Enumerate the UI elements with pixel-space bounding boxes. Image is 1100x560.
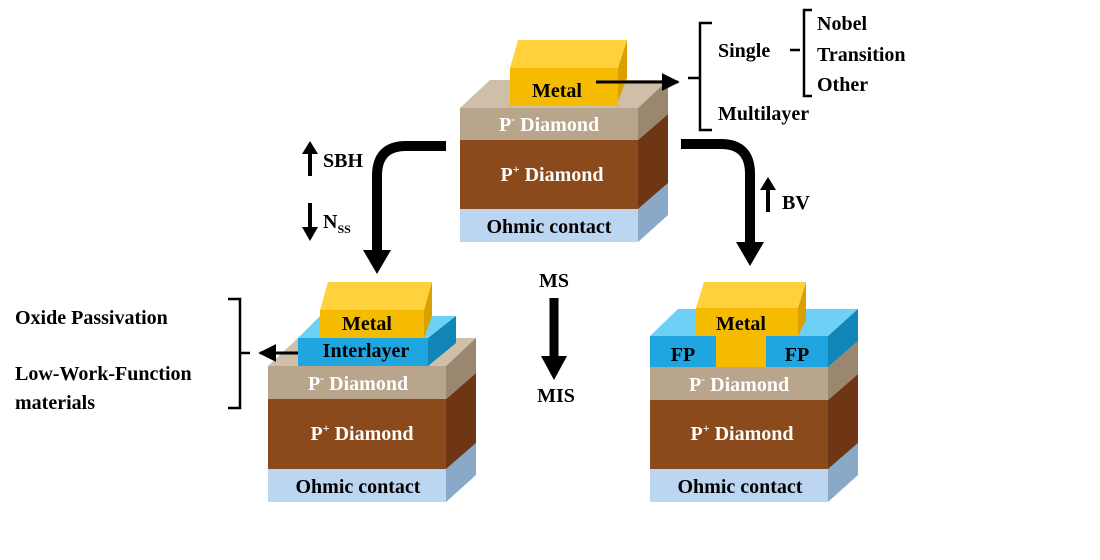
left-ohmic-label: Ohmic contact (296, 476, 421, 498)
top-device: Metal P- Diamond P+ Diamond Ohmic contac… (460, 40, 668, 242)
right-p-minus-label: P- Diamond (689, 372, 789, 396)
metal-options-bracket (688, 21, 712, 132)
mis-label: MIS (537, 385, 575, 407)
nss-down-arrowhead (302, 227, 318, 241)
nss-label: NSS (323, 211, 351, 236)
top-p-plus-layer (460, 114, 668, 209)
top-ohmic-layer (460, 183, 668, 242)
right-metal-label: Metal (716, 313, 766, 335)
oxide-passivation-label: Oxide Passivation (15, 307, 168, 329)
ms-mis-arrowhead (541, 356, 567, 380)
single-type-transition: Transition (817, 44, 906, 66)
right-metal-contact (696, 282, 806, 367)
single-type-nobel: Nobel (817, 13, 867, 35)
right-ohmic-layer (650, 443, 858, 502)
sbh-up-arrowhead (302, 141, 318, 154)
right-ohmic-label: Ohmic contact (678, 476, 803, 498)
left-metal-contact (320, 282, 432, 338)
top-metal-contact (510, 40, 627, 106)
single-types-bracket (802, 8, 812, 98)
top-metal-label: Metal (532, 80, 582, 102)
left-metal-label: Metal (342, 313, 392, 335)
top-p-plus-label: P+ Diamond (501, 162, 604, 186)
right-curved-arrow (681, 139, 755, 244)
sbh-label: SBH (323, 150, 363, 172)
right-p-plus-label: P+ Diamond (691, 421, 794, 445)
ms-label: MS (539, 270, 569, 292)
single-type-other: Other (817, 74, 868, 96)
left-p-plus-layer (268, 373, 476, 469)
left-device: Metal Interlayer P- Diamond P+ Diamond O… (268, 282, 476, 502)
interlayer-options-bracket (228, 297, 250, 410)
low-work-function-label: Low-Work-Function (15, 363, 192, 385)
bv-label: BV (782, 192, 810, 214)
right-p-plus-layer (650, 374, 858, 469)
right-fp-left-label: FP (671, 344, 695, 366)
left-curved-arrow (372, 141, 446, 252)
left-interlayer-label: Interlayer (323, 340, 410, 362)
multilayer-label: Multilayer (718, 103, 809, 125)
right-p-minus-layer (650, 341, 858, 400)
top-p-minus-label: P- Diamond (499, 112, 599, 136)
right-fp-right-label: FP (785, 344, 809, 366)
single-label: Single (718, 40, 770, 62)
right-curved-arrowhead (736, 242, 764, 266)
top-ohmic-label: Ohmic contact (487, 216, 612, 238)
left-ohmic-layer (268, 443, 476, 502)
materials-label: materials (15, 392, 95, 414)
right-device: Metal FP FP P- Diamond P+ Diamond Ohmic … (650, 282, 858, 502)
bv-up-arrowhead (760, 177, 776, 190)
left-p-plus-label: P+ Diamond (311, 421, 414, 445)
left-p-minus-label: P- Diamond (308, 371, 408, 395)
left-curved-arrowhead (363, 250, 391, 274)
